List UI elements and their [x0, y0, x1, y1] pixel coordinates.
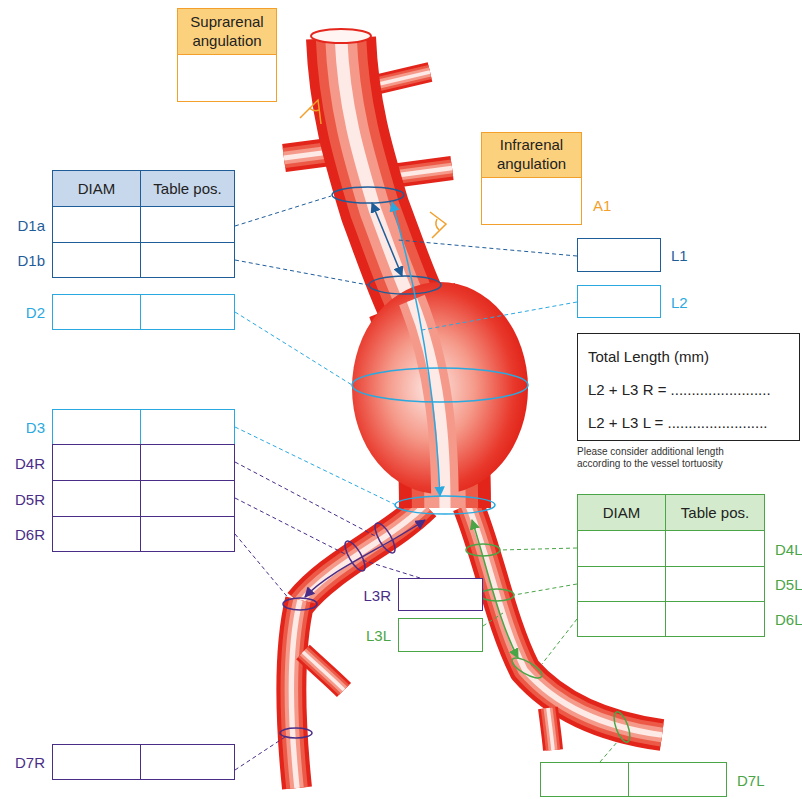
vessel-stroke — [303, 652, 344, 690]
row-label: D7R — [15, 754, 45, 771]
row-label: D3 — [26, 419, 45, 436]
note-text: Please consider additional length accord… — [577, 446, 762, 470]
cell-divider — [140, 745, 141, 779]
row-label: D1a — [17, 216, 45, 233]
row-label: D5L — [775, 576, 802, 593]
row-label: D4L — [775, 540, 802, 557]
vessel-stroke — [548, 708, 553, 750]
table-header: DIAM — [577, 494, 666, 531]
row-label: L3R — [363, 586, 391, 603]
cell-divider — [140, 295, 141, 329]
measure-box: D2 — [52, 294, 235, 330]
cell-divider — [140, 410, 141, 444]
row-label: D6L — [775, 611, 802, 628]
length-arrows — [305, 202, 518, 658]
cell-divider — [140, 481, 141, 516]
measure-box: D1b — [52, 242, 235, 278]
vessel-stroke — [291, 600, 300, 788]
measure-box: L2 — [577, 285, 661, 318]
box-title: Total Length (mm) — [588, 348, 789, 366]
vessel-stroke — [291, 600, 300, 788]
measure-box: L3R — [398, 578, 483, 611]
vessel-stroke — [303, 652, 344, 690]
cell-divider — [140, 445, 141, 480]
header-text: Suprarenal angulation — [182, 13, 272, 51]
angulation-header: Infrarenal angulation — [481, 132, 582, 178]
table-header: DIAM — [52, 170, 141, 207]
vessel-stroke — [548, 708, 553, 750]
measure-box: D3 — [52, 409, 235, 445]
entry-box — [177, 55, 277, 102]
row-label: L3L — [366, 627, 391, 644]
measure-box: D6L — [577, 601, 765, 637]
table-header: Table pos. — [140, 170, 235, 207]
total-length-box: Total Length (mm) L2 + L3 R = ...........… — [577, 333, 800, 441]
leader-lines — [235, 196, 618, 770]
vessel-stroke — [291, 600, 300, 788]
angulation-box: Infrarenal angulationA1 — [481, 132, 582, 225]
row-label: D1b — [17, 252, 45, 269]
measure-box: D4L — [577, 530, 765, 567]
cell-divider — [140, 243, 141, 277]
measure-box: D5L — [577, 566, 765, 602]
measure-box: L3L — [398, 618, 483, 652]
measure-box: D7R — [52, 744, 235, 780]
entry-box: A1 — [481, 178, 582, 225]
vessel-stroke — [548, 708, 553, 750]
row-label: D4R — [15, 454, 45, 471]
cell-divider — [140, 517, 141, 551]
measure-box: D1a — [52, 206, 235, 243]
formula-line: L2 + L3 R = ........................ — [588, 381, 789, 399]
formula-line: L2 + L3 L = ........................ — [588, 414, 789, 432]
angulation-header: Suprarenal angulation — [177, 8, 277, 55]
table-header: Table pos. — [665, 494, 765, 531]
angulation-box: Suprarenal angulation — [177, 8, 277, 102]
measure-box: D4R — [52, 444, 235, 481]
row-label: L1 — [671, 247, 688, 264]
cell-divider — [665, 531, 666, 566]
header-text: Infrarenal angulation — [486, 136, 577, 174]
row-label: D2 — [26, 304, 45, 321]
vessel-stroke — [341, 38, 412, 305]
vessel-stroke — [341, 38, 412, 305]
cell-divider — [628, 763, 629, 796]
vessel-highlight — [412, 300, 445, 508]
measure-box: D6R — [52, 516, 235, 552]
row-label: D6R — [15, 526, 45, 543]
measure-box: L1 — [577, 238, 661, 272]
vessel-stroke — [341, 38, 412, 305]
cell-divider — [665, 602, 666, 636]
vessel-stroke — [548, 708, 553, 750]
measure-box: D5R — [52, 480, 235, 517]
vessel-stroke — [303, 652, 344, 690]
angle-marks — [300, 100, 446, 238]
vessel-stroke — [291, 600, 300, 788]
vessel-highlight — [412, 300, 445, 508]
row-label: D7L — [737, 771, 765, 788]
cell-divider — [665, 567, 666, 601]
cell-divider — [140, 207, 141, 242]
vessel-stroke — [303, 652, 344, 690]
row-label: D5R — [15, 490, 45, 507]
measure-box: D7L — [540, 762, 727, 797]
row-label: L2 — [671, 293, 688, 310]
angle-label: A1 — [593, 197, 611, 214]
vessel-stroke — [341, 38, 412, 305]
